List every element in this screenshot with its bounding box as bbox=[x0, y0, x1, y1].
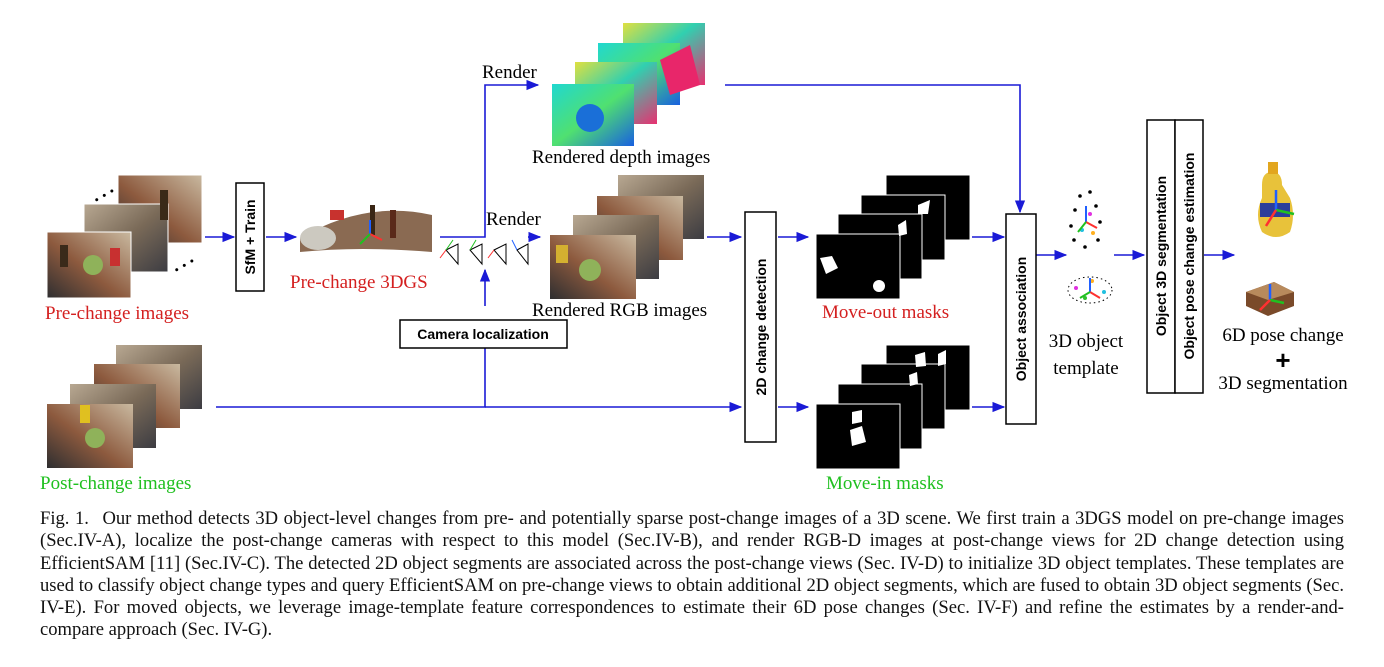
object-pose-estimation-label: Object pose change estimation bbox=[1181, 153, 1197, 360]
camera-frustum-icons bbox=[439, 239, 529, 266]
change-detection-label: 2D change detection bbox=[753, 259, 769, 396]
output-object-renders bbox=[1246, 162, 1295, 316]
plus-sign: + bbox=[1275, 345, 1290, 375]
rendered-rgb-stack bbox=[550, 175, 704, 299]
object-template-label-line1: 3D object bbox=[1049, 331, 1124, 352]
segmentation-pose-boxes: Object 3D segmentation Object pose chang… bbox=[1146, 119, 1204, 394]
object-association-label: Object association bbox=[1013, 257, 1029, 381]
flow-arrows bbox=[205, 79, 1236, 413]
rendered-rgb-label: Rendered RGB images bbox=[532, 300, 707, 321]
object-template-pointclouds bbox=[1067, 190, 1113, 304]
move-out-masks-label: Move-out masks bbox=[822, 302, 949, 323]
render-label-top: Render bbox=[482, 62, 538, 83]
ellipsis-dots-top: … bbox=[82, 170, 119, 208]
sfm-train-label: SfM + Train bbox=[242, 199, 258, 274]
pre-change-3dgs-label: Pre-change 3DGS bbox=[290, 272, 428, 293]
caption-text: Our method detects 3D object-level chang… bbox=[40, 508, 1345, 641]
rendered-depth-stack bbox=[552, 23, 705, 146]
camera-localization-label: Camera localization bbox=[417, 326, 549, 342]
render-label-mid: Render bbox=[486, 209, 542, 230]
camera-localization-box: Camera localization bbox=[399, 319, 568, 349]
pre-change-image-stack bbox=[46, 174, 203, 299]
move-out-mask-stack bbox=[815, 174, 971, 300]
pre-change-images-label: Pre-change images bbox=[45, 303, 189, 324]
segmentation-3d-label: 3D segmentation bbox=[1218, 373, 1348, 394]
change-detection-box: 2D change detection bbox=[744, 211, 777, 443]
object-3d-segmentation-label: Object 3D segmentation bbox=[1153, 176, 1169, 336]
sfm-train-box: SfM + Train bbox=[235, 182, 265, 292]
rendered-depth-label: Rendered depth images bbox=[532, 147, 710, 168]
method-overview-figure: … … Pre-change images SfM + Train Pre-ch… bbox=[40, 23, 1348, 494]
move-in-masks-label: Move-in masks bbox=[826, 473, 944, 494]
object-template-label-line2: template bbox=[1053, 358, 1118, 379]
figure-caption: Fig. 1. Our method detects 3D object-lev… bbox=[40, 508, 1344, 642]
post-change-image-stack bbox=[47, 345, 202, 468]
pre-change-3dgs-render bbox=[300, 205, 432, 252]
move-in-mask-stack bbox=[815, 344, 971, 470]
object-association-box: Object association bbox=[1005, 213, 1037, 425]
pose-change-label: 6D pose change bbox=[1222, 325, 1343, 346]
figure-number: Fig. 1. bbox=[40, 508, 89, 529]
post-change-images-label: Post-change images bbox=[40, 473, 191, 494]
